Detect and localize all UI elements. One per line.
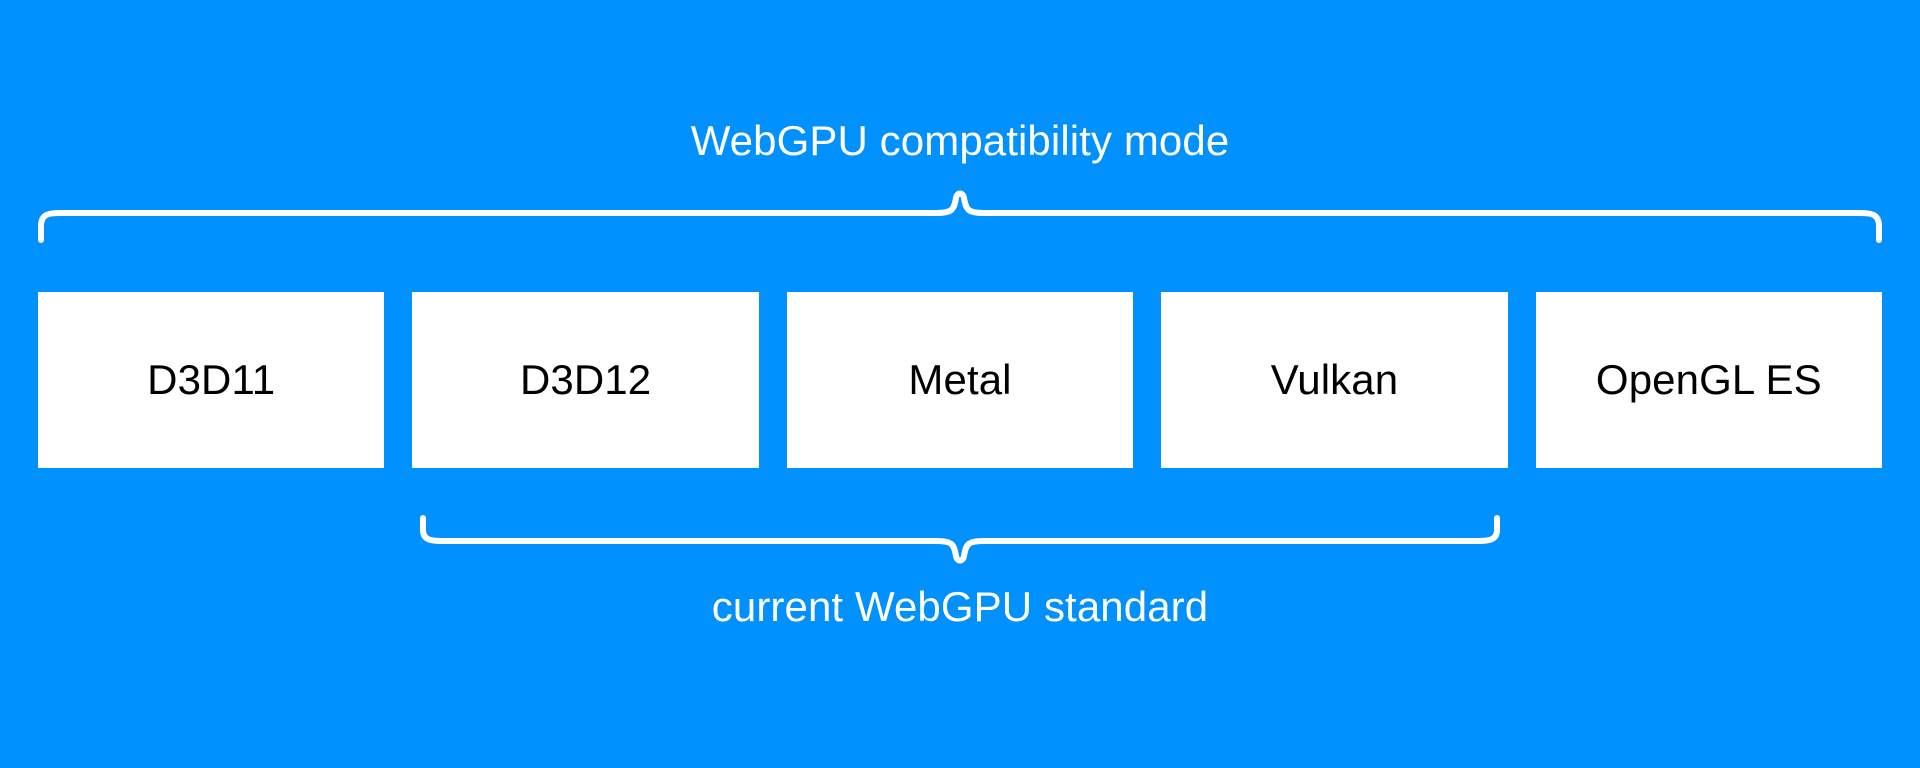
api-box-label: Vulkan bbox=[1270, 356, 1399, 403]
bottom-brace-icon bbox=[420, 515, 1500, 564]
api-box-metal[interactable]: Metal bbox=[786, 292, 1134, 468]
api-box-row: D3D11 D3D12 Metal Vulkan OpenGL ES bbox=[38, 292, 1883, 468]
api-box-opengl-es[interactable]: OpenGL ES bbox=[1535, 292, 1883, 468]
api-box-label: OpenGL ES bbox=[1595, 356, 1822, 403]
api-box-d3d12[interactable]: D3D12 bbox=[412, 292, 759, 468]
api-box-d3d11[interactable]: D3D11 bbox=[38, 292, 385, 468]
api-box-label: D3D12 bbox=[519, 356, 652, 403]
api-box-label: D3D11 bbox=[147, 356, 276, 403]
top-brace-label: WebGPU compatibility mode bbox=[690, 117, 1230, 164]
top-brace-icon bbox=[38, 190, 1882, 243]
api-box-vulkan[interactable]: Vulkan bbox=[1161, 292, 1508, 468]
bottom-brace-label: current WebGPU standard bbox=[711, 583, 1209, 630]
api-box-label: Metal bbox=[908, 356, 1012, 403]
